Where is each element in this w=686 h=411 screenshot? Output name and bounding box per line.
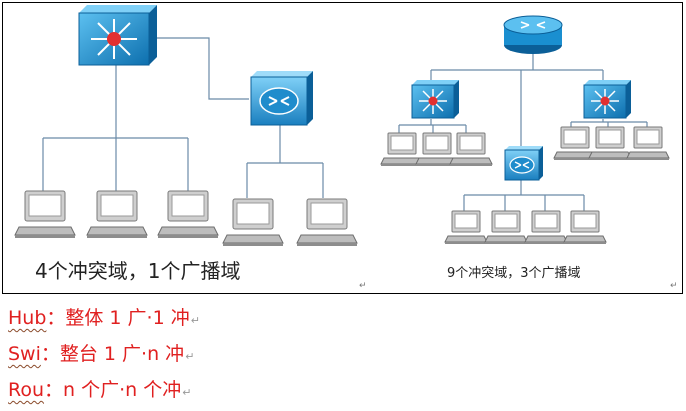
right-network-diagram <box>380 15 670 245</box>
computer-icon <box>380 132 424 167</box>
computer-icon <box>449 132 493 167</box>
computer-icon <box>296 198 358 247</box>
computer-icon <box>588 126 632 161</box>
core-router-icon <box>503 15 563 54</box>
paragraph-mark: ↵ <box>359 281 367 291</box>
computer-icon <box>157 190 219 239</box>
paragraph-mark: ↵ <box>185 350 195 363</box>
switch-label: Swi <box>8 343 41 365</box>
computer-icon <box>444 210 488 245</box>
router-icon <box>504 145 544 181</box>
computer-icon <box>563 210 607 245</box>
computer-icon <box>222 198 284 247</box>
notes-block: Hub：整体 1 广·1 冲↵ Swi：整台 1 广·n 冲↵ Rou：n 个广… <box>8 300 200 408</box>
computer-icon <box>86 190 148 239</box>
switch-text: ：整台 1 广·n 冲 <box>40 343 185 365</box>
computer-icon <box>524 210 568 245</box>
left-links <box>42 37 324 198</box>
router-label: Rou <box>8 379 45 401</box>
computer-icon <box>626 126 670 161</box>
router-text: ：n 个广·n 个冲 <box>44 379 182 401</box>
computer-icon <box>484 210 528 245</box>
hub-label: Hub <box>8 307 47 329</box>
paragraph-mark: ↵ <box>670 281 678 291</box>
left-diagram-cell: 4个冲突域，1个广播域 ↵ <box>2 2 372 294</box>
paragraph-mark: ↵ <box>190 314 200 327</box>
router-note: Rou：n 个广·n 个冲↵ <box>8 372 200 408</box>
left-network-diagram <box>14 4 358 247</box>
switch-icon <box>411 79 460 119</box>
left-caption: 4个冲突域，1个广播域 <box>35 259 241 283</box>
switch-icon <box>583 79 632 119</box>
right-diagram-cell: 9个冲突域，3个广播域 ↵ <box>371 2 683 294</box>
computer-icon <box>553 126 597 161</box>
right-links <box>398 53 648 211</box>
hub-note: Hub：整体 1 广·1 冲↵ <box>8 300 200 336</box>
router-icon <box>250 70 314 126</box>
switch-note: Swi：整台 1 广·n 冲↵ <box>8 336 200 372</box>
paragraph-mark: ↵ <box>182 386 192 399</box>
hub-text: ：整体 1 广·1 冲 <box>46 307 190 329</box>
right-caption: 9个冲突域，3个广播域 <box>447 266 581 281</box>
computer-icon <box>14 190 76 239</box>
switch-icon <box>78 4 158 66</box>
